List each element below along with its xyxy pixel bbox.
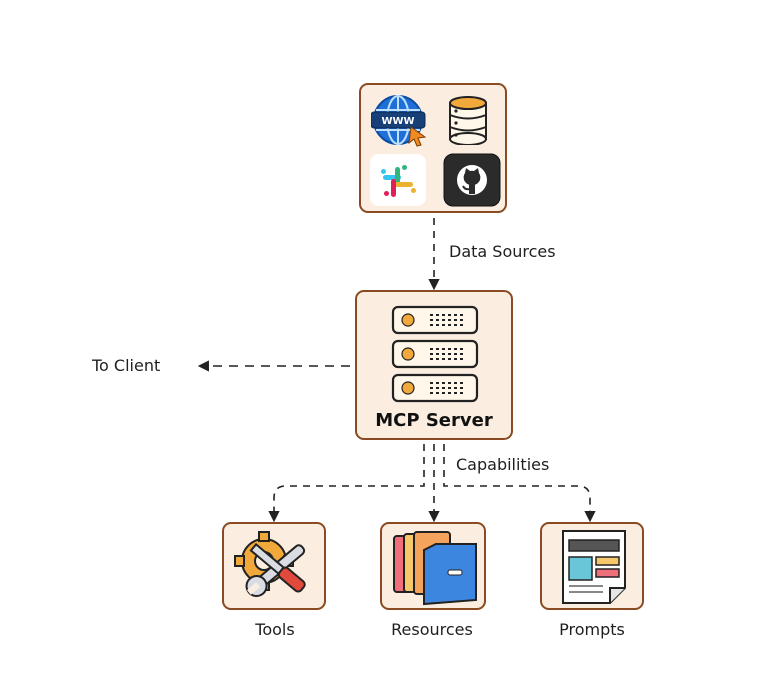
server-unit bbox=[391, 373, 479, 403]
mcp-server-title: MCP Server bbox=[375, 410, 493, 431]
capabilities-label: Capabilities bbox=[456, 455, 550, 474]
capabilities-arrow-prompts bbox=[443, 444, 596, 523]
to-client-label: To Client bbox=[92, 356, 161, 375]
server-rack-icon bbox=[391, 305, 479, 403]
github-icon bbox=[443, 153, 501, 207]
folders-icon bbox=[393, 531, 477, 606]
server-unit bbox=[391, 339, 479, 369]
svg-text:WWW: WWW bbox=[381, 116, 414, 127]
tools-box bbox=[222, 522, 326, 610]
slack-icon bbox=[370, 154, 426, 206]
prompts-label: Prompts bbox=[559, 620, 625, 639]
server-unit bbox=[391, 305, 479, 335]
tools-label: Tools bbox=[255, 620, 295, 639]
mcp-server-box: MCP Server bbox=[355, 290, 513, 440]
data-sources-box: WWW bbox=[359, 83, 507, 213]
data-sources-label: Data Sources bbox=[449, 242, 556, 261]
resources-label: Resources bbox=[391, 620, 473, 639]
resources-box bbox=[380, 522, 486, 610]
www-globe-icon: WWW bbox=[371, 95, 427, 147]
tools-icon bbox=[234, 531, 306, 597]
prompt-document-icon bbox=[562, 530, 626, 604]
database-icon bbox=[449, 96, 487, 145]
prompts-box bbox=[540, 522, 644, 610]
capabilities-arrow-tools bbox=[268, 444, 425, 523]
